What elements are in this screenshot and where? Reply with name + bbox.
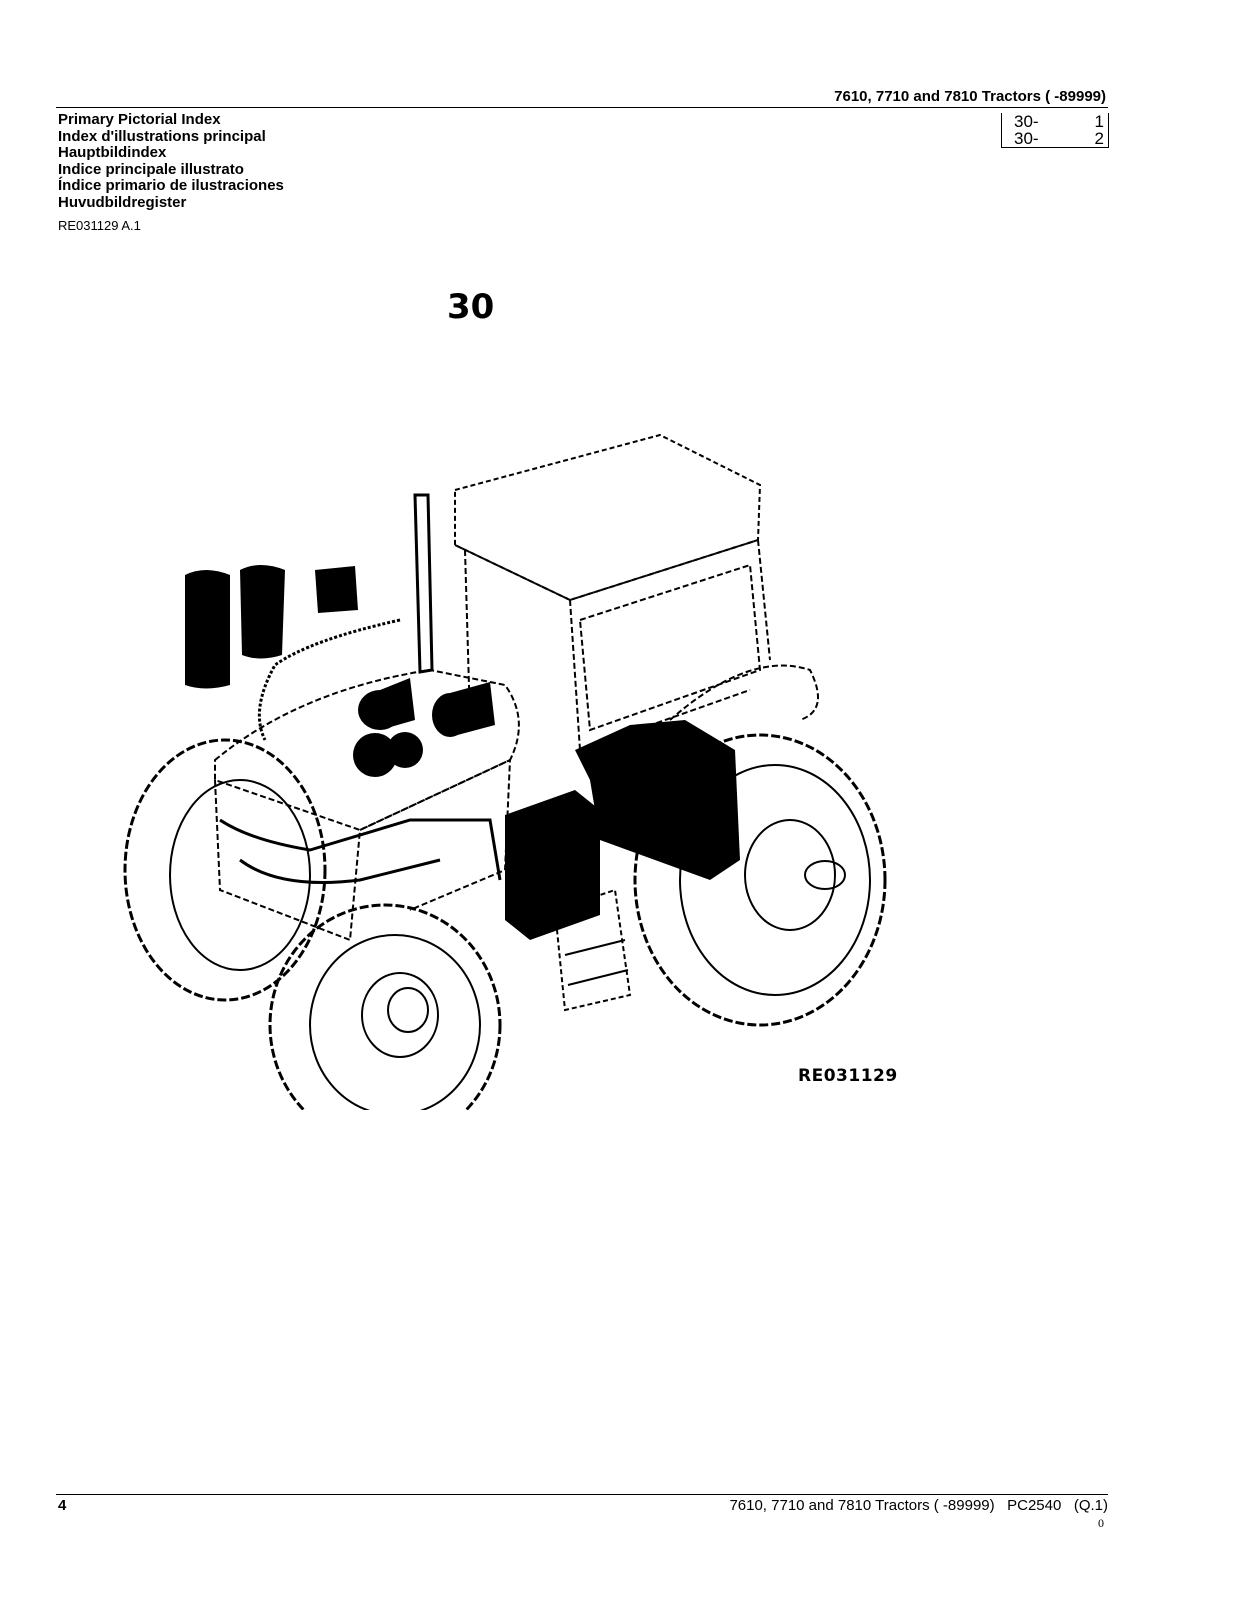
footer-rule	[56, 1494, 1108, 1495]
index-title-es: Índice primario de ilustraciones	[58, 177, 284, 194]
index-title-it: Indice principale illustrato	[58, 160, 244, 178]
ref-page: 1	[1094, 112, 1104, 131]
tractor-illustration	[123, 433, 887, 1110]
index-title-de: Hauptbildindex	[58, 144, 167, 161]
page-reference-table: 30- 1 30- 2	[1001, 113, 1109, 148]
page-reference-row[interactable]: 30- 2	[1002, 130, 1108, 147]
index-title-list: Primary Pictorial Index Index d'illustra…	[58, 111, 284, 211]
header-rule	[56, 107, 1108, 108]
index-title-en: Primary Pictorial Index	[58, 111, 221, 128]
page-number: 4	[58, 1497, 67, 1514]
ref-page: 2	[1094, 129, 1104, 148]
section-number: 30	[447, 287, 495, 327]
figure-code: RE031129	[798, 1066, 898, 1086]
footer-text: 7610, 7710 and 7810 Tractors ( -89999) P…	[729, 1497, 1108, 1514]
footer-mark: 0	[1098, 1516, 1104, 1530]
page-reference-row[interactable]: 30- 1	[1002, 113, 1108, 130]
index-title-sv: Huvudbildregister	[58, 193, 187, 211]
ref-section: 30-	[1014, 112, 1039, 131]
index-title-fr: Index d'illustrations principal	[58, 127, 266, 145]
header-title: 7610, 7710 and 7810 Tractors ( -89999)	[834, 88, 1106, 105]
ref-section: 30-	[1014, 129, 1039, 148]
document-id: RE031129 A.1	[58, 218, 141, 233]
